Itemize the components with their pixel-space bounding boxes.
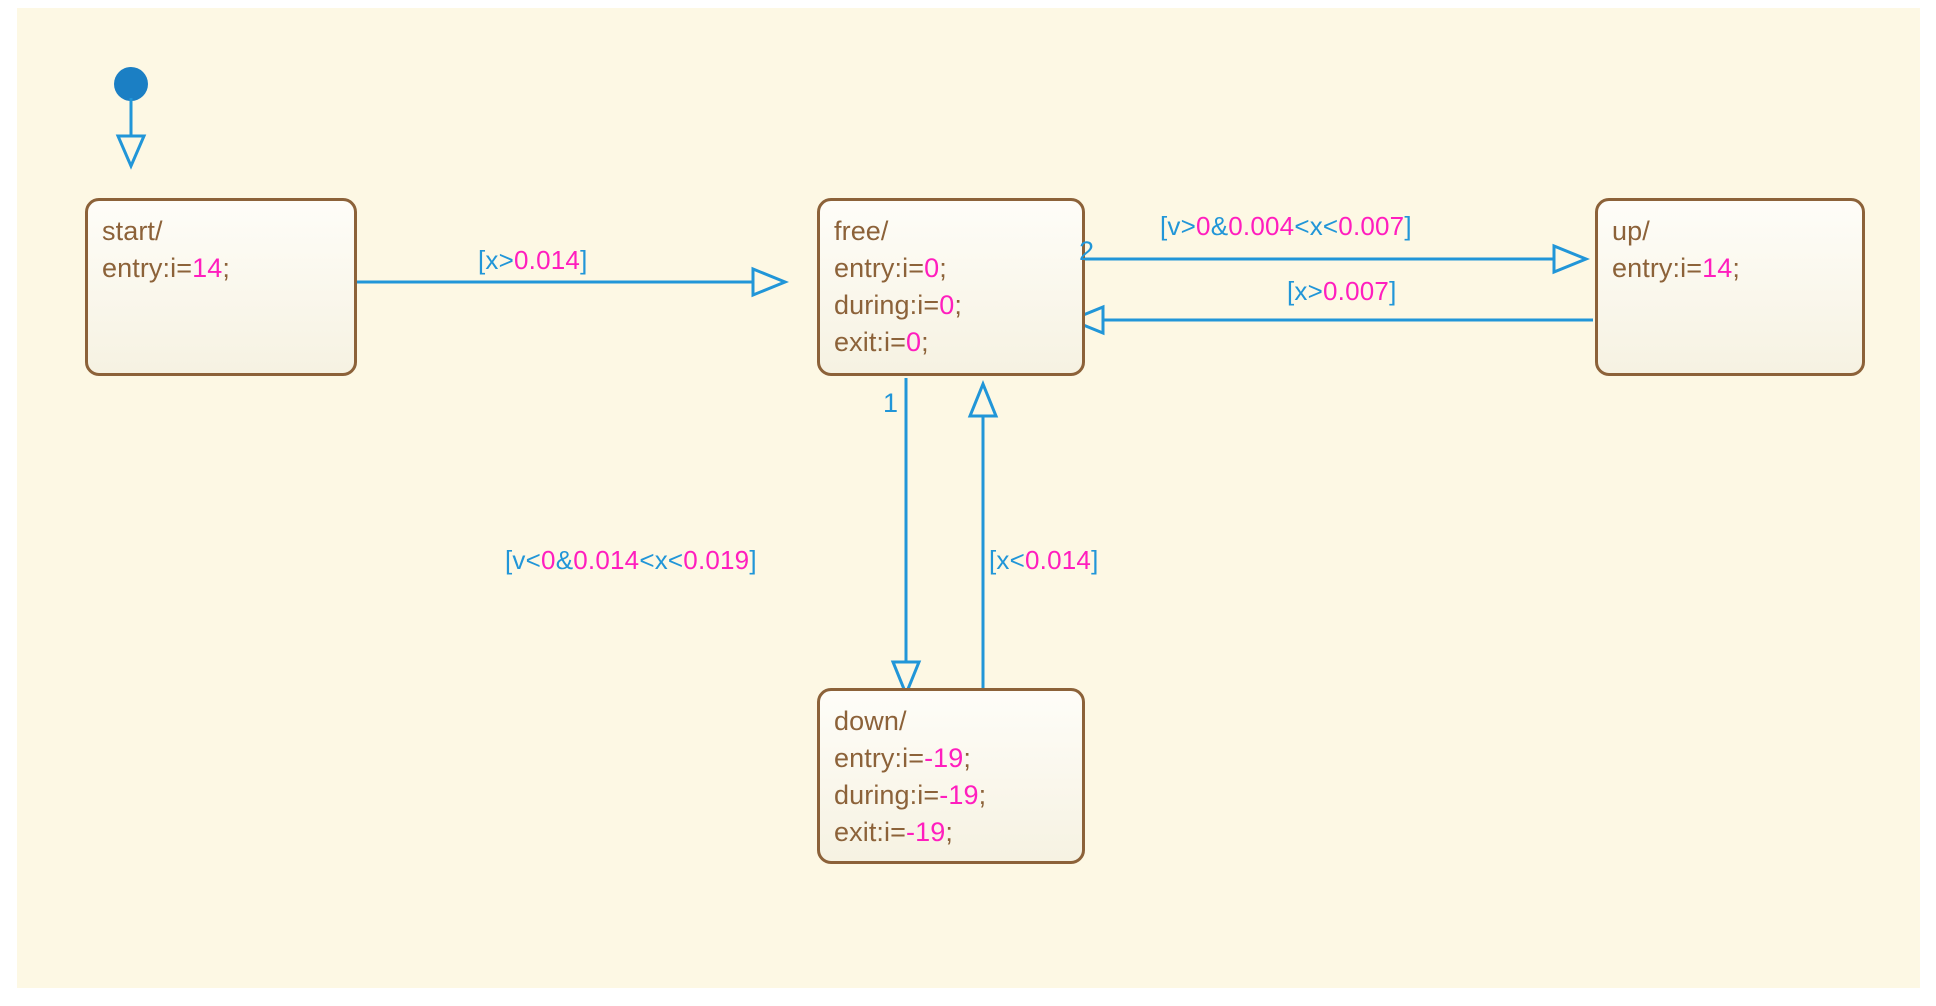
label-open-down-to-free: [x<: [989, 545, 1026, 575]
state-down-exit-value: -19: [905, 817, 946, 847]
state-free-entry-action: entry:i=0;: [834, 250, 1068, 287]
arrowhead-down-to-free: [967, 380, 999, 418]
transition-label-free-to-up[interactable]: [v>0&0.004<x<0.007]: [1160, 211, 1412, 241]
transition-label-free-to-down[interactable]: [v<0&0.014<x<0.019]: [505, 545, 757, 575]
state-free-exit-action: exit:i=0;: [834, 324, 1068, 361]
transition-order-free-to-up[interactable]: 2: [1079, 236, 1095, 266]
label-close-up-to-free: ]: [1389, 276, 1397, 306]
state-free-during-prefix: during:i=: [834, 290, 940, 320]
label-mid2-free-to-down: <x<: [639, 545, 684, 575]
transition-label-up-to-free[interactable]: [x>0.007]: [1287, 276, 1397, 306]
state-start-entry-prefix: entry:i=: [102, 253, 193, 283]
state-down-entry-prefix: entry:i=: [834, 743, 925, 773]
state-start-name: start/: [102, 216, 163, 246]
state-down-during-value: -19: [939, 780, 979, 810]
state-up-name: up/: [1612, 216, 1650, 246]
state-start[interactable]: start/ entry:i=14;: [85, 198, 357, 376]
label-mid2-free-to-up: <x<: [1294, 211, 1339, 241]
state-down-entry-value: -19: [924, 743, 964, 773]
state-free-entry-value: 0: [924, 253, 940, 283]
state-down[interactable]: down/ entry:i=-19; during:i=-19; exit:i=…: [817, 688, 1085, 864]
state-free[interactable]: free/ entry:i=0; during:i=0; exit:i=0;: [817, 198, 1085, 376]
arrowhead-initial-to-start: [115, 134, 147, 170]
label-close-start-to-free: ]: [580, 245, 588, 275]
label-mid1-free-to-down: &: [555, 545, 574, 575]
state-up-entry-value: 14: [1702, 253, 1733, 283]
state-free-exit-value: 0: [905, 327, 922, 357]
label-v2-free-to-down: 0.014: [573, 545, 640, 575]
label-open-free-to-down: [v<: [505, 545, 542, 575]
label-close-free-to-down: ]: [749, 545, 757, 575]
label-open-up-to-free: [x>: [1287, 276, 1324, 306]
state-down-name: down/: [834, 706, 907, 736]
stateflow-canvas[interactable]: start/ entry:i=14; free/ entry:i=0; duri…: [17, 8, 1920, 988]
state-down-exit-suffix: ;: [945, 817, 953, 847]
state-down-exit-prefix: exit:i=: [834, 817, 906, 847]
state-start-entry-action: entry:i=14;: [102, 250, 340, 287]
label-close-free-to-up: ]: [1404, 211, 1412, 241]
transition-label-down-to-free[interactable]: [x<0.014]: [989, 545, 1099, 575]
transition-label-start-to-free[interactable]: [x>0.014]: [478, 245, 588, 275]
arrowhead-free-to-up: [1552, 243, 1590, 275]
transition-wires-layer: [114, 67, 1593, 698]
state-down-during-action: during:i=-19;: [834, 777, 1068, 814]
label-mid1-free-to-up: &: [1210, 211, 1229, 241]
label-v3-free-to-up: 0.007: [1338, 211, 1405, 241]
state-start-entry-suffix: ;: [222, 253, 230, 283]
transition-order-free-to-down[interactable]: 1: [883, 388, 899, 418]
state-free-entry-suffix: ;: [939, 253, 947, 283]
label-close-down-to-free: ]: [1091, 545, 1099, 575]
state-up-entry-action: entry:i=14;: [1612, 250, 1848, 287]
state-free-entry-prefix: entry:i=: [834, 253, 925, 283]
state-down-during-suffix: ;: [978, 780, 987, 810]
state-start-entry-value: 14: [192, 253, 223, 283]
state-down-entry-suffix: ;: [963, 743, 972, 773]
state-up-entry-prefix: entry:i=: [1612, 253, 1703, 283]
state-up-entry-suffix: ;: [1732, 253, 1740, 283]
label-open-free-to-up: [v>: [1160, 211, 1197, 241]
label-value-up-to-free: 0.007: [1323, 276, 1390, 306]
label-v2-free-to-up: 0.004: [1228, 211, 1295, 241]
state-free-during-suffix: ;: [954, 290, 962, 320]
state-free-name: free/: [834, 216, 889, 246]
label-value-start-to-free: 0.014: [514, 245, 581, 275]
state-free-exit-prefix: exit:i=: [834, 327, 906, 357]
state-free-during-action: during:i=0;: [834, 287, 1068, 324]
label-v1-free-to-up: 0: [1196, 211, 1211, 241]
state-up[interactable]: up/ entry:i=14;: [1595, 198, 1865, 376]
state-free-during-value: 0: [939, 290, 955, 320]
state-free-exit-suffix: ;: [921, 327, 929, 357]
arrowhead-start-to-free: [751, 266, 789, 298]
label-v1-free-to-down: 0: [541, 545, 556, 575]
state-down-exit-action: exit:i=-19;: [834, 814, 1068, 851]
arrowhead-up-to-free: [1067, 304, 1105, 336]
label-open-start-to-free: [x>: [478, 245, 515, 275]
state-down-entry-action: entry:i=-19;: [834, 740, 1068, 777]
initial-state-dot[interactable]: [114, 67, 148, 101]
arrowhead-free-to-down: [890, 660, 922, 698]
state-down-during-prefix: during:i=: [834, 780, 940, 810]
label-value-down-to-free: 0.014: [1025, 545, 1092, 575]
label-v3-free-to-down: 0.019: [683, 545, 750, 575]
